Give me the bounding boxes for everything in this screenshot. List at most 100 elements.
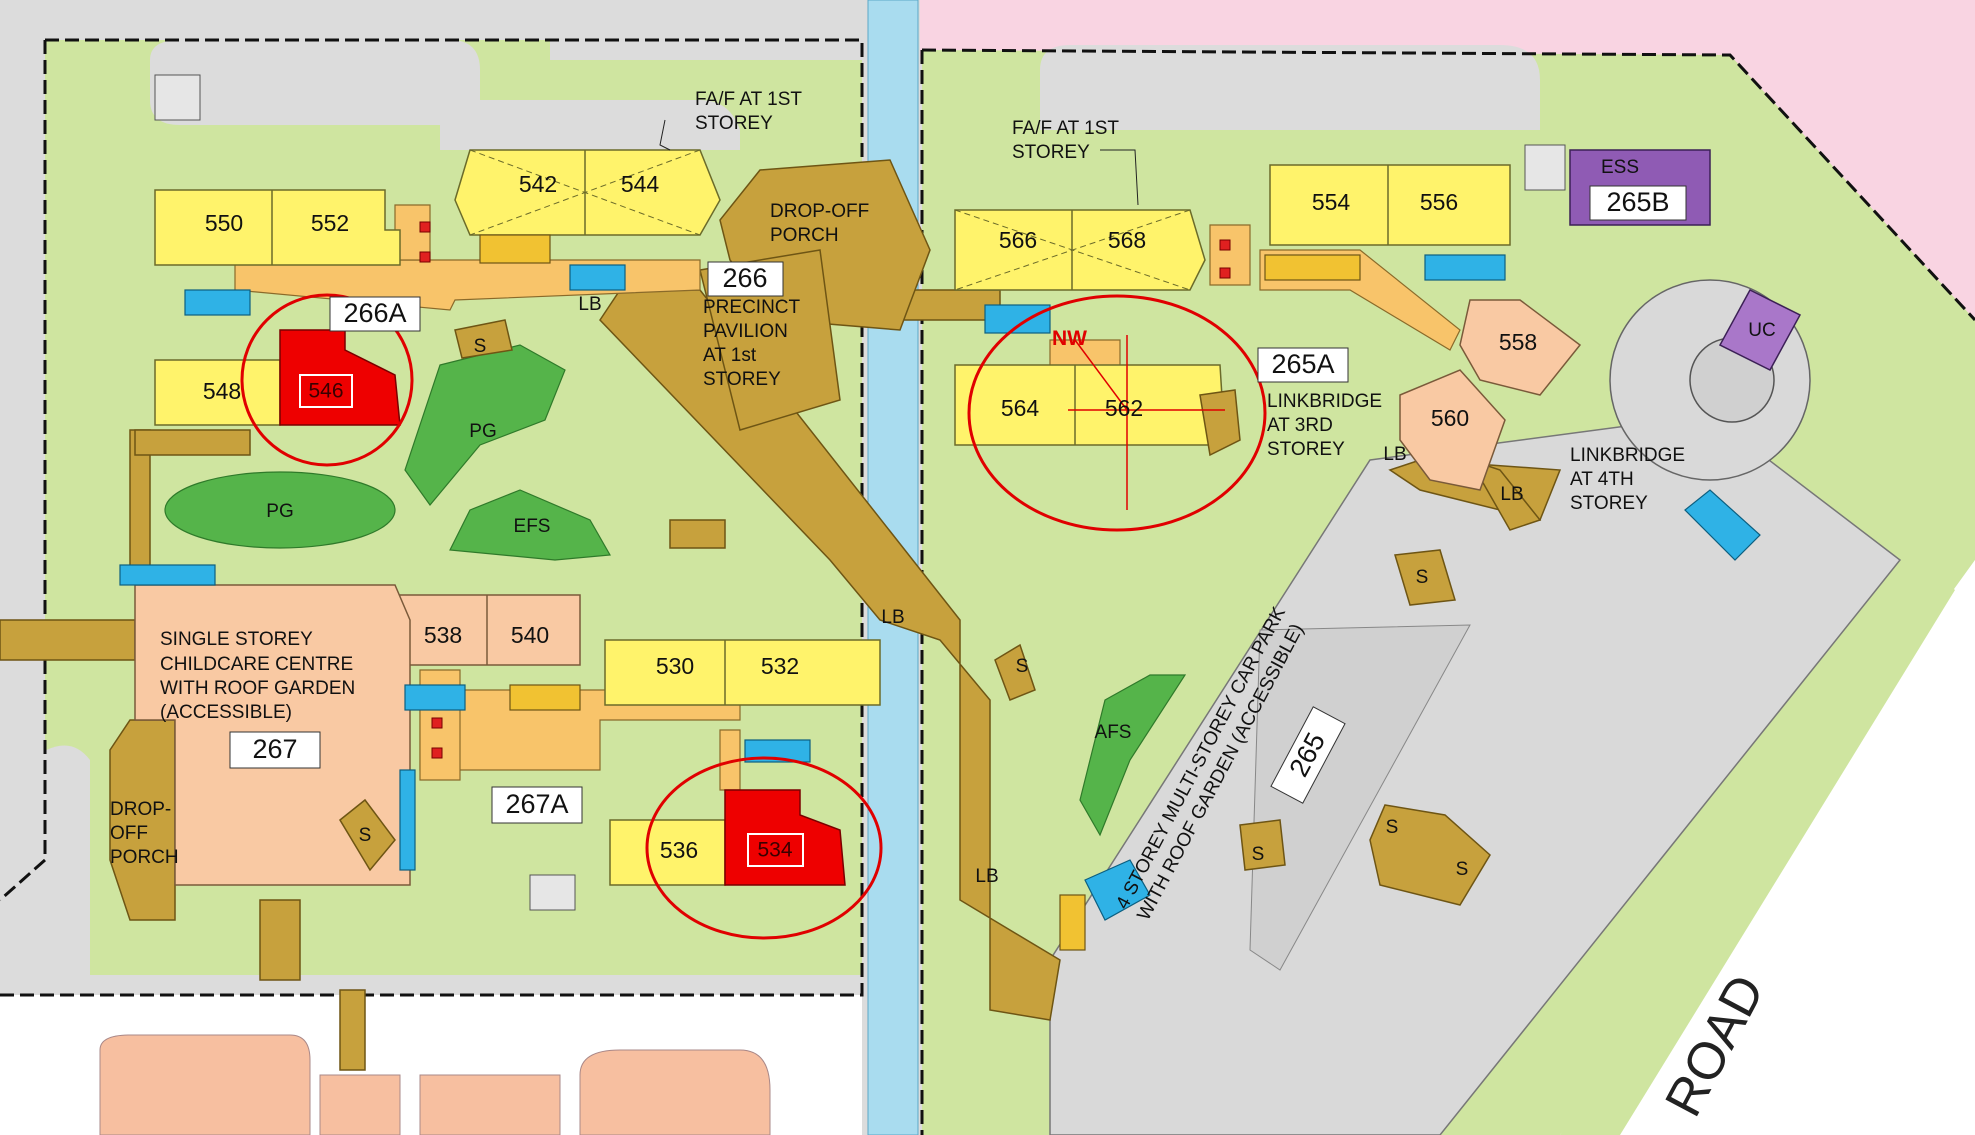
lower-building-4 bbox=[579, 1049, 771, 1135]
walkway-childcare bbox=[0, 619, 136, 661]
block-534-frame bbox=[747, 833, 804, 867]
block-label-562: 562 bbox=[1105, 395, 1143, 421]
s-label-carpark: S bbox=[1252, 844, 1265, 865]
tag-267: 267 bbox=[252, 734, 297, 764]
block-label-566: 566 bbox=[999, 227, 1037, 253]
faf-right-line1: FA/F AT 1ST bbox=[1012, 118, 1119, 139]
block-530-532 bbox=[604, 639, 881, 706]
verge bbox=[1560, 560, 1955, 1135]
lower-building-3 bbox=[419, 1074, 561, 1135]
block-group-265a bbox=[954, 164, 1582, 491]
lb-label-4th: LB bbox=[1500, 484, 1523, 505]
linkbridge-3rd-line2: AT 3RD bbox=[1267, 415, 1333, 436]
loop-road bbox=[440, 100, 740, 150]
block-546-frame bbox=[299, 374, 353, 408]
left-bottom-road bbox=[0, 745, 90, 990]
block-group-267a bbox=[394, 594, 881, 886]
linkbridge-3rd-line3: STOREY bbox=[1267, 439, 1345, 460]
linkbridge-3rd-line1: LINKBRIDGE bbox=[1267, 391, 1382, 412]
tag-265a: 265A bbox=[1271, 349, 1334, 379]
playground-pg-upper bbox=[404, 344, 566, 506]
tag-265a-box bbox=[1257, 347, 1349, 383]
faf-right-leader bbox=[1100, 149, 1139, 206]
nw-marker-label: NW bbox=[1052, 327, 1087, 350]
afs-green bbox=[1079, 674, 1187, 837]
crosshair-nw bbox=[1074, 339, 1128, 411]
block-label-538: 538 bbox=[424, 622, 462, 648]
utility-box-ess bbox=[1524, 144, 1566, 191]
tag-266a: 266A bbox=[343, 298, 406, 328]
block-560 bbox=[1399, 369, 1506, 491]
block-566-568 bbox=[954, 209, 1206, 291]
bottom-road bbox=[0, 975, 862, 995]
boundary-right-top bbox=[921, 48, 1975, 322]
block-label-546: 546 bbox=[308, 380, 343, 403]
covered-walkway-main bbox=[599, 289, 1061, 1021]
marker-red-4 bbox=[431, 747, 443, 759]
stair-562 bbox=[1199, 389, 1241, 457]
marker-red-2 bbox=[419, 251, 431, 263]
dropoff-left-line1: DROP- bbox=[110, 799, 171, 820]
linkbridge-4th bbox=[1468, 458, 1542, 531]
highlight-ring-562 bbox=[967, 294, 1267, 532]
highlight-ring-546 bbox=[240, 293, 414, 467]
block-label-534: 534 bbox=[757, 839, 792, 862]
lift-carpark bbox=[1084, 859, 1151, 921]
stair-carpark-roof bbox=[1369, 804, 1491, 906]
stair-265a bbox=[1264, 254, 1361, 281]
lift-266a-centre bbox=[569, 264, 626, 291]
s-label-pg: S bbox=[474, 336, 487, 357]
block-542-544 bbox=[454, 149, 721, 236]
faf-left-line1: FA/F AT 1ST bbox=[695, 89, 802, 110]
marker-red-6 bbox=[1219, 267, 1231, 279]
s-marker-carpark-top bbox=[1394, 549, 1456, 606]
block-label-530: 530 bbox=[656, 653, 694, 679]
tag-265b: 265B bbox=[1606, 187, 1669, 217]
ess-label: ESS bbox=[1601, 157, 1639, 178]
childcare-line1: SINGLE STOREY bbox=[160, 629, 313, 650]
linkbridge-4th-line3: STOREY bbox=[1570, 493, 1648, 514]
block-label-556: 556 bbox=[1420, 189, 1458, 215]
lift-roundabout bbox=[1684, 489, 1761, 561]
lift-267a bbox=[404, 684, 466, 711]
lift-534 bbox=[744, 739, 811, 763]
block-label-554: 554 bbox=[1312, 189, 1351, 215]
lb-label-560: LB bbox=[1383, 444, 1406, 465]
afs-label: AFS bbox=[1095, 722, 1132, 743]
bench-centre bbox=[669, 519, 726, 549]
tag-267-box bbox=[229, 731, 321, 769]
block-label-568: 568 bbox=[1108, 227, 1146, 253]
tag-266a-box bbox=[329, 296, 421, 332]
tag-267a-box bbox=[491, 786, 583, 824]
efs-green bbox=[449, 489, 611, 561]
left-grass-mid bbox=[45, 440, 130, 560]
s-label-carpark-top: S bbox=[1416, 567, 1429, 588]
dropoff-top-line1: DROP-OFF bbox=[770, 201, 869, 222]
childcare-line3: WITH ROOF GARDEN bbox=[160, 678, 355, 699]
pavilion-line2: PAVILION bbox=[703, 321, 788, 342]
uc-label: UC bbox=[1748, 320, 1775, 341]
highlight-ring-534 bbox=[645, 756, 883, 940]
stair-267a bbox=[509, 684, 581, 711]
s-marker-pg bbox=[454, 319, 513, 359]
block-group-266a bbox=[154, 149, 721, 426]
block-label-564: 564 bbox=[1001, 395, 1040, 421]
lb-label-canal: LB bbox=[881, 607, 904, 628]
childcare-line4: (ACCESSIBLE) bbox=[160, 702, 292, 723]
car-drop-top bbox=[150, 40, 480, 125]
block-label-552: 552 bbox=[311, 210, 349, 236]
s-marker-walkway bbox=[994, 643, 1036, 701]
tag-266: 266 bbox=[722, 263, 767, 293]
dropoff-left-line3: PORCH bbox=[110, 847, 179, 868]
block-label-548: 548 bbox=[203, 378, 241, 404]
block-label-550: 550 bbox=[205, 210, 243, 236]
pavilion-line3: AT 1st bbox=[703, 345, 757, 366]
block-label-560: 560 bbox=[1431, 405, 1469, 431]
lb-label-south: LB bbox=[975, 866, 998, 887]
tag-265b-box bbox=[1589, 185, 1687, 221]
pg-label-upper: PG bbox=[469, 421, 496, 442]
top-road-left bbox=[550, 0, 862, 60]
block-label-544: 544 bbox=[621, 171, 660, 197]
s-label-childcare: S bbox=[359, 825, 372, 846]
linkbridge-4th-line1: LINKBRIDGE bbox=[1570, 445, 1685, 466]
